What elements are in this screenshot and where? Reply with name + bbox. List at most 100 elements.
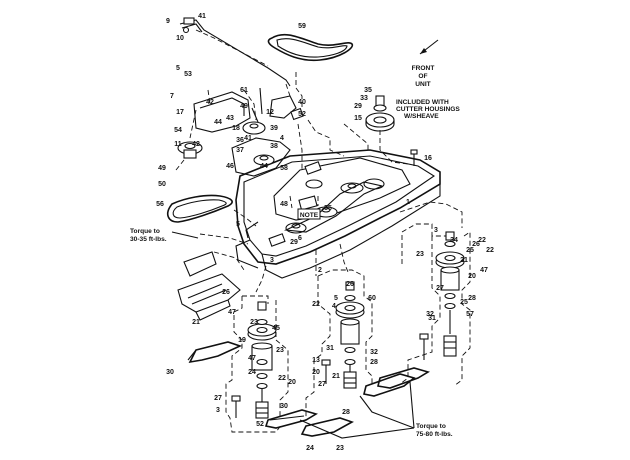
- svg-text:INCLUDED WITH: INCLUDED WITH: [396, 99, 449, 106]
- callout-2: 2: [318, 267, 322, 274]
- callout-27: 27: [214, 395, 222, 402]
- callout-3: 3: [270, 257, 274, 264]
- callout-29: 29: [290, 239, 298, 246]
- svg-text:FRONT: FRONT: [412, 65, 435, 72]
- callout-45: 45: [272, 325, 280, 332]
- callout-53: 53: [184, 71, 192, 78]
- callout-60: 60: [368, 295, 376, 302]
- callout-43: 43: [226, 115, 234, 122]
- callout-59: 59: [298, 23, 306, 30]
- callout-47: 47: [248, 355, 256, 362]
- callout-23: 23: [276, 347, 284, 354]
- callout-22: 22: [478, 237, 486, 244]
- callout-24: 24: [248, 369, 256, 376]
- callout-37: 37: [236, 147, 244, 154]
- callout-54: 54: [174, 127, 182, 134]
- callout-20: 20: [312, 369, 320, 376]
- callout-55: 55: [324, 205, 332, 212]
- callout-18: 18: [232, 125, 240, 132]
- callout-28: 28: [342, 409, 350, 416]
- callout-42: 42: [206, 99, 214, 106]
- callout-21: 21: [460, 257, 468, 264]
- callout-3: 3: [434, 227, 438, 234]
- discharge-chute: [177, 251, 241, 321]
- callout-9: 9: [166, 18, 170, 25]
- callout-40: 40: [298, 99, 306, 106]
- callout-32: 32: [426, 311, 434, 318]
- callout-28: 28: [468, 295, 476, 302]
- callout-5: 5: [176, 65, 180, 72]
- callout-23: 23: [250, 319, 258, 326]
- note-box: NOTE: [297, 208, 321, 220]
- callout-29: 29: [354, 103, 362, 110]
- callout-16: 16: [424, 155, 432, 162]
- included-with-note: INCLUDED WITH CUTTER HOUSINGS W/SHEAVE: [396, 99, 460, 120]
- callout-47: 47: [480, 267, 488, 274]
- callout-5: 5: [236, 221, 240, 228]
- callout-15: 15: [354, 115, 362, 122]
- callout-10: 10: [176, 35, 184, 42]
- callout-24: 24: [306, 445, 314, 452]
- svg-text:Torque to: Torque to: [130, 228, 160, 235]
- callout-26: 26: [472, 241, 480, 248]
- right-sheave-assembly: [365, 95, 395, 132]
- callout-23: 23: [336, 445, 344, 452]
- callout-20: 20: [468, 273, 476, 280]
- callout-7: 7: [170, 93, 174, 100]
- callout-21: 21: [192, 319, 200, 326]
- callout-5: 5: [334, 295, 338, 302]
- callout-48: 48: [280, 201, 288, 208]
- bolt-16: [410, 149, 418, 166]
- callout-4: 4: [332, 303, 336, 310]
- callout-39: 39: [270, 125, 278, 132]
- callout-33: 33: [360, 95, 368, 102]
- callout-27: 27: [318, 381, 326, 388]
- belt-56: [166, 194, 233, 223]
- callout-61: 61: [240, 87, 248, 94]
- callout-22: 22: [278, 375, 286, 382]
- callout-30: 30: [280, 403, 288, 410]
- callout-52: 52: [298, 111, 306, 118]
- callout-6: 6: [298, 235, 302, 242]
- note-text: NOTE: [300, 212, 319, 219]
- callout-50: 50: [158, 181, 166, 188]
- callout-22: 22: [312, 301, 320, 308]
- idler-bracket-assembly: [177, 87, 304, 177]
- callout-52: 52: [256, 421, 264, 428]
- callout-17: 17: [176, 109, 184, 116]
- torque-bottom-note: Torque to 75-80 ft-lbs.: [416, 423, 453, 438]
- callout-35: 35: [364, 87, 372, 94]
- callout-30: 30: [166, 369, 174, 376]
- callout-26: 26: [346, 281, 354, 288]
- callout-4: 4: [280, 135, 284, 142]
- callout-27: 27: [436, 285, 444, 292]
- front-of-unit-note: FRONT OF UNIT: [412, 65, 435, 88]
- callout-3: 3: [216, 407, 220, 414]
- callout-49: 49: [240, 103, 248, 110]
- callout-58: 58: [280, 165, 288, 172]
- callout-32: 32: [370, 349, 378, 356]
- callout-11: 11: [174, 141, 182, 148]
- callout-20: 20: [288, 379, 296, 386]
- belt-59: [267, 33, 354, 62]
- callout-44: 44: [260, 163, 268, 170]
- callout-26: 26: [222, 289, 230, 296]
- callout-57: 57: [466, 311, 474, 318]
- center-spindle: [300, 281, 416, 437]
- callout-19: 19: [238, 337, 246, 344]
- callout-13: 13: [312, 357, 320, 364]
- callout-34: 34: [450, 237, 458, 244]
- callout-36: 36: [236, 137, 244, 144]
- callout-38: 38: [270, 143, 278, 150]
- svg-text:Torque to: Torque to: [416, 423, 446, 430]
- callout-25: 25: [466, 247, 474, 254]
- svg-text:CUTTER HOUSINGS: CUTTER HOUSINGS: [396, 106, 460, 113]
- callout-22: 22: [486, 247, 494, 254]
- callout-44: 44: [214, 119, 222, 126]
- torque-left-note: Torque to 30-35 ft-lbs.: [130, 228, 167, 243]
- callout-41: 41: [244, 135, 252, 142]
- callout-42: 42: [192, 141, 200, 148]
- callout-41: 41: [198, 13, 206, 20]
- leader-lines: [171, 29, 471, 439]
